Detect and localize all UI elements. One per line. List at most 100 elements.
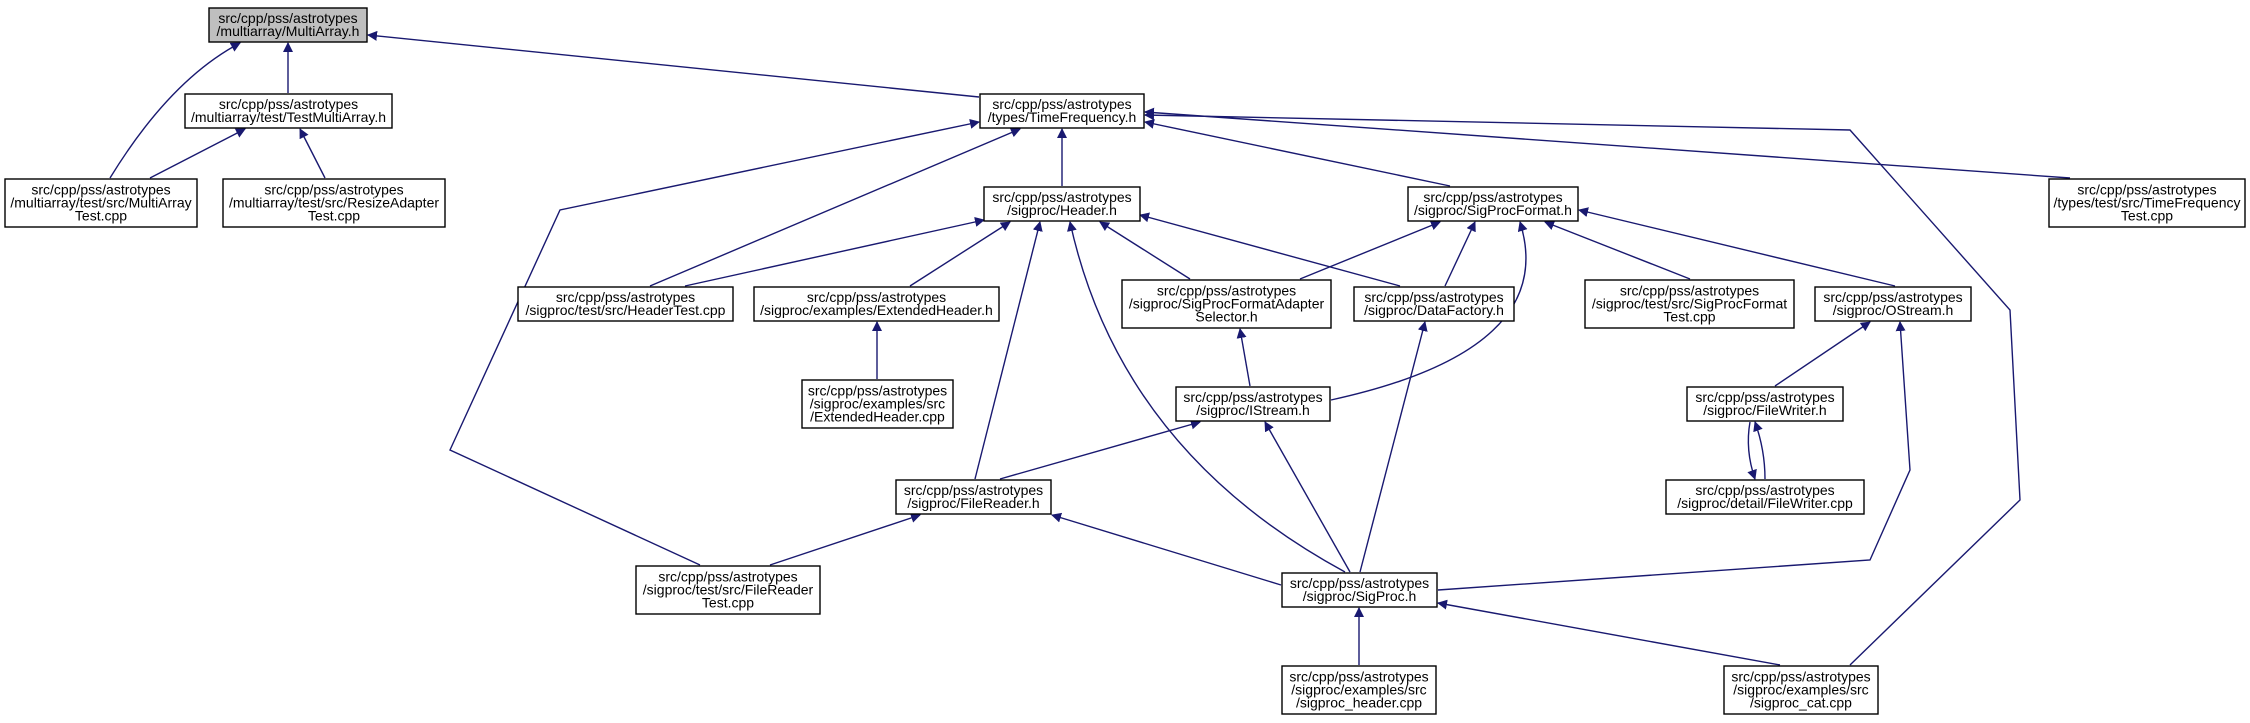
node-header-h[interactable]: src/cpp/pss/astrotypes/sigproc/Header.h <box>983 186 1141 222</box>
node-label-line: /types/TimeFrequency.h <box>988 109 1137 125</box>
node-label-line: src/cpp/pss/astrotypes <box>992 96 1131 112</box>
node-box <box>1665 479 1865 515</box>
node-label-line: src/cpp/pss/astrotypes <box>1290 575 1429 591</box>
node-layer: src/cpp/pss/astrotypes/multiarray/MultiA… <box>4 7 2246 715</box>
node-sigproc-h[interactable]: src/cpp/pss/astrotypes/sigproc/SigProc.h <box>1281 572 1438 608</box>
node-label-line: /sigproc/OStream.h <box>1833 302 1954 318</box>
node-box <box>635 565 821 615</box>
node-label-line: /sigproc/FileWriter.h <box>1703 402 1826 418</box>
node-label-line: src/cpp/pss/astrotypes <box>218 10 357 26</box>
node-sigproc-header-cpp[interactable]: src/cpp/pss/astrotypes/sigproc/examples/… <box>1281 665 1437 715</box>
edge-istream_h-to-filereader_h <box>999 419 1201 480</box>
edge-timefrequency_h-to-filereadertest_cpp <box>449 118 980 566</box>
node-label-line: src/cpp/pss/astrotypes <box>658 569 797 585</box>
node-label-line: /sigproc_header.cpp <box>1296 695 1422 711</box>
node-label-line: src/cpp/pss/astrotypes <box>556 289 695 305</box>
node-box <box>4 178 198 228</box>
edge-filereader_h-to-filereadertest_cpp <box>769 513 921 566</box>
node-box <box>1407 186 1579 222</box>
node-headertest-cpp[interactable]: src/cpp/pss/astrotypes/sigproc/test/src/… <box>517 286 734 322</box>
node-box <box>1175 386 1331 422</box>
node-filewriter-h[interactable]: src/cpp/pss/astrotypes/sigproc/FileWrite… <box>1686 386 1844 422</box>
node-label-line: Selector.h <box>1195 309 1257 325</box>
edge-istream_h-to-sigproc_h <box>1264 421 1351 573</box>
edge-ostream_h-to-filewriter_h <box>1774 321 1871 387</box>
node-label-line: src/cpp/pss/astrotypes <box>1183 389 1322 405</box>
node-label-line: src/cpp/pss/astrotypes <box>808 383 947 399</box>
node-label-line: /multiarray/test/TestMultiArray.h <box>191 109 386 125</box>
node-extendedheader-cpp[interactable]: src/cpp/pss/astrotypes/sigproc/examples/… <box>801 379 954 429</box>
edge-layer <box>109 30 2071 666</box>
node-label-line: src/cpp/pss/astrotypes <box>1157 283 1296 299</box>
node-sigprocformatadapterselector-h[interactable]: src/cpp/pss/astrotypes/sigproc/SigProcFo… <box>1121 279 1332 329</box>
node-label-line: /sigproc/examples/src <box>1733 682 1868 698</box>
node-label-line: src/cpp/pss/astrotypes <box>1620 283 1759 299</box>
node-label-line: src/cpp/pss/astrotypes <box>31 182 170 198</box>
node-label-line: /sigproc/Header.h <box>1007 202 1117 218</box>
edge-sigproc_h-to-sigproc_cat_cpp <box>1437 599 1781 666</box>
edge-sigprocformat_h-to-sigprocformattest_cpp <box>1544 220 1691 280</box>
node-box <box>1814 286 1972 322</box>
node-label-line: /sigproc/test/src/HeaderTest.cpp <box>526 302 726 318</box>
node-label-line: Test.cpp <box>1663 309 1715 325</box>
node-timefrequencytest-cpp[interactable]: src/cpp/pss/astrotypes/types/test/src/Ti… <box>2048 178 2246 228</box>
node-istream-h[interactable]: src/cpp/pss/astrotypes/sigproc/IStream.h <box>1175 386 1331 422</box>
edge-sigprocformat_h-to-sigprocformatadapterselector_h <box>1299 220 1441 280</box>
node-resizeadaptertest-cpp[interactable]: src/cpp/pss/astrotypes/multiarray/test/s… <box>222 178 446 228</box>
node-multiarraytest-cpp[interactable]: src/cpp/pss/astrotypes/multiarray/test/s… <box>4 178 198 228</box>
node-box <box>801 379 954 429</box>
node-extendedheader-h[interactable]: src/cpp/pss/astrotypes/sigproc/examples/… <box>753 286 1000 322</box>
edge-multiarray_h-to-multiarraytest_cpp <box>109 42 241 179</box>
edge-multiarray_h-to-timefrequency_h <box>367 30 980 98</box>
node-multiarray-h[interactable]: src/cpp/pss/astrotypes/multiarray/MultiA… <box>208 7 368 43</box>
node-label-line: src/cpp/pss/astrotypes <box>992 189 1131 205</box>
node-sigproc-cat-cpp[interactable]: src/cpp/pss/astrotypes/sigproc/examples/… <box>1723 665 1879 715</box>
edge-timefrequency_h-to-sigprocformat_h <box>1144 118 1451 187</box>
node-label-line: src/cpp/pss/astrotypes <box>2077 182 2216 198</box>
node-label-line: /sigproc/examples/ExtendedHeader.h <box>760 302 993 318</box>
edge-filereader_h-to-sigproc_h <box>1051 512 1282 586</box>
node-filewriter-cpp[interactable]: src/cpp/pss/astrotypes/sigproc/detail/Fi… <box>1665 479 1865 515</box>
node-label-line: src/cpp/pss/astrotypes <box>1731 669 1870 685</box>
node-sigprocformattest-cpp[interactable]: src/cpp/pss/astrotypes/sigproc/test/src/… <box>1584 279 1795 329</box>
node-label-line: src/cpp/pss/astrotypes <box>1823 289 1962 305</box>
node-box <box>1686 386 1844 422</box>
node-label-line: /sigproc/examples/src <box>1291 682 1426 698</box>
node-sigprocformat-h[interactable]: src/cpp/pss/astrotypes/sigproc/SigProcFo… <box>1407 186 1579 222</box>
node-ostream-h[interactable]: src/cpp/pss/astrotypes/sigproc/OStream.h <box>1814 286 1972 322</box>
node-label-line: src/cpp/pss/astrotypes <box>264 182 403 198</box>
node-label-line: src/cpp/pss/astrotypes <box>1364 289 1503 305</box>
edge-testmultiarray_h-to-multiarraytest_cpp <box>149 128 246 179</box>
node-filereadertest-cpp[interactable]: src/cpp/pss/astrotypes/sigproc/test/src/… <box>635 565 821 615</box>
node-label-line: Test.cpp <box>308 208 360 224</box>
node-filereader-h[interactable]: src/cpp/pss/astrotypes/sigproc/FileReade… <box>895 479 1052 515</box>
node-box <box>222 178 446 228</box>
node-label-line: src/cpp/pss/astrotypes <box>904 482 1043 498</box>
node-label-line: Test.cpp <box>2121 208 2173 224</box>
edge-sigprocformatadapterselector_h-to-istream_h <box>1236 328 1251 387</box>
edge-sigprocformat_h-to-datafactory_h <box>1444 221 1476 287</box>
edge-header_h-to-sigprocformatadapterselector_h <box>1099 221 1191 280</box>
node-label-line: /sigproc/IStream.h <box>1196 402 1310 418</box>
edge-filewriter_h-to-filewriter_cpp <box>1753 421 1766 480</box>
edge-header_h-to-datafactory_h <box>1139 212 1401 287</box>
node-box <box>208 7 368 43</box>
node-box <box>1281 665 1437 715</box>
node-box <box>1281 572 1438 608</box>
node-box <box>1584 279 1795 329</box>
node-label-line: src/cpp/pss/astrotypes <box>1695 482 1834 498</box>
edge-timefrequency_h-to-timefrequencytest_cpp <box>1144 107 2071 179</box>
node-label-line: /sigproc/detail/FileWriter.cpp <box>1677 495 1853 511</box>
node-label-line: /multiarray/test/src/ResizeAdapter <box>229 195 439 211</box>
node-label-line: /sigproc/FileReader.h <box>907 495 1039 511</box>
edge-sigprocformat_h-to-ostream_h <box>1578 207 1896 287</box>
node-label-line: /multiarray/test/src/MultiArray <box>10 195 191 211</box>
node-label-line: /sigproc/examples/src <box>810 396 945 412</box>
edge-filewriter_cpp-to-filewriter_h <box>1747 421 1757 480</box>
node-label-line: /sigproc_cat.cpp <box>1750 695 1852 711</box>
edge-ostream_h-to-sigproc_h <box>1437 321 1911 591</box>
edge-header_h-to-headertest_cpp <box>684 217 985 287</box>
node-testmultiarray-h[interactable]: src/cpp/pss/astrotypes/multiarray/test/T… <box>184 93 393 129</box>
node-timefrequency-h[interactable]: src/cpp/pss/astrotypes/types/TimeFrequen… <box>979 93 1145 129</box>
node-datafactory-h[interactable]: src/cpp/pss/astrotypes/sigproc/DataFacto… <box>1353 286 1515 322</box>
